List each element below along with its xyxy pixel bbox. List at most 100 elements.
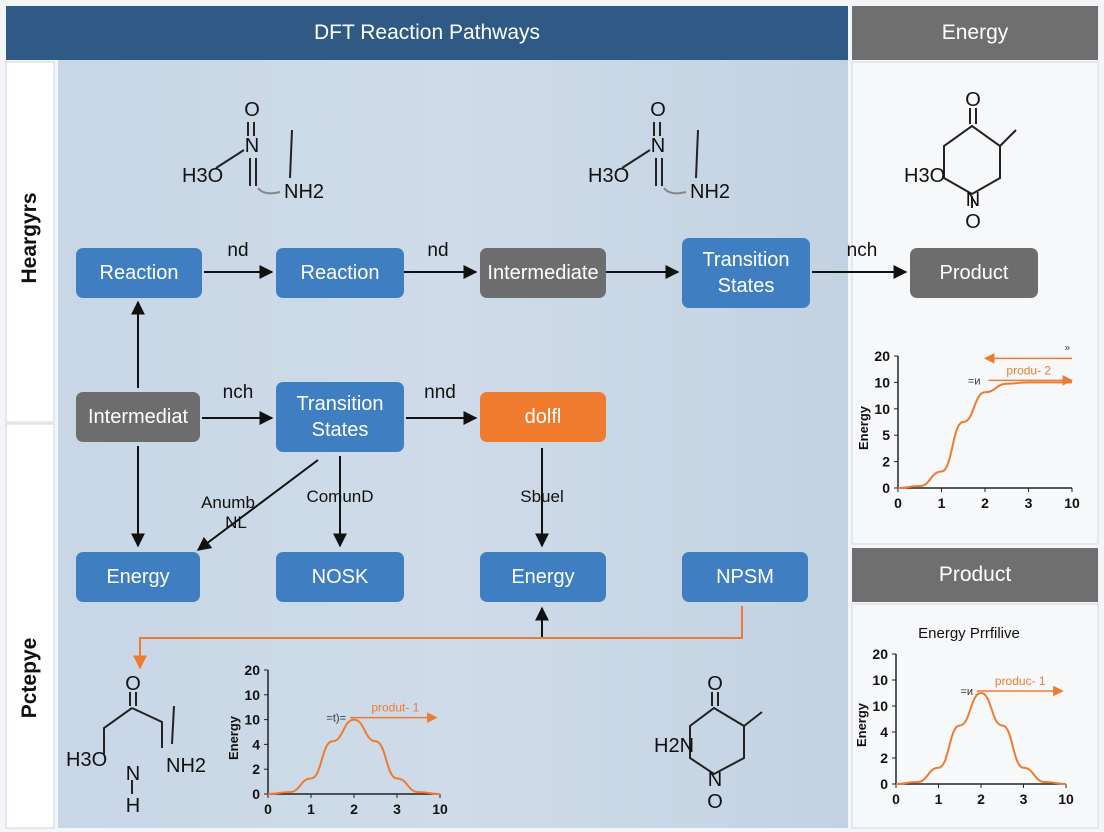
y-tick-label: 0 [252, 786, 260, 802]
annotation: =и [968, 375, 981, 387]
y-tick-label: 10 [872, 698, 888, 714]
y-tick-label: 4 [252, 736, 260, 752]
x-tick-label: 0 [894, 495, 902, 511]
node-intermediate-top[interactable]: Intermediate [480, 248, 606, 298]
edge-label: Anumb [201, 493, 255, 512]
x-tick-label: 10 [1058, 791, 1074, 807]
atom-o: O [650, 99, 666, 121]
side-label-top: Heargyrs [18, 192, 41, 284]
y-tick-label: 10 [874, 374, 890, 390]
atom-nh2: NH2 [166, 755, 206, 777]
main-panel [58, 60, 848, 828]
annotation: produt- 1 [371, 701, 419, 715]
edge-label: nch [847, 240, 878, 261]
right-panel-top [851, 61, 1099, 545]
x-tick-label: 2 [350, 801, 358, 817]
y-tick-label: 20 [244, 662, 260, 678]
product-banner-label: Product [938, 563, 1012, 586]
atom-h3o: H3O [588, 165, 629, 187]
y-tick-label: 0 [880, 776, 888, 792]
series-line [897, 381, 1072, 489]
x-tick-label: 3 [1025, 495, 1033, 511]
y-tick-label: 4 [880, 724, 888, 740]
x-tick-label: 0 [264, 801, 272, 817]
atom-o: O [965, 89, 981, 111]
edge-label: ComunD [306, 487, 373, 506]
atom-o: O [707, 791, 723, 813]
feedback-connector [133, 606, 743, 670]
atom-h: H [126, 795, 140, 817]
series-line [895, 691, 1067, 785]
molecule-bonds [103, 108, 1017, 794]
header-banner: DFT Reaction Pathways [6, 6, 848, 60]
annotation: » [1064, 342, 1070, 353]
right-panel-bottom [851, 603, 1099, 829]
y-tick-label: 10 [244, 687, 260, 703]
atom-n: N [708, 769, 722, 791]
y-axis-label: Energy [226, 715, 241, 760]
atom-n: N [966, 189, 980, 211]
x-tick-label: 3 [393, 801, 401, 817]
atom-h3o: H3O [904, 165, 945, 187]
atom-o: O [965, 211, 981, 233]
edge-label: nch [223, 382, 254, 403]
edge-label: nnd [424, 382, 456, 403]
side-strip-top [5, 61, 55, 423]
atom-h3o: H3O [182, 165, 223, 187]
y-tick-label: 2 [252, 761, 260, 777]
node-reaction-1[interactable]: Reaction [76, 248, 202, 298]
node-energy-1[interactable]: Energy [76, 552, 200, 602]
y-tick-label: 10 [244, 712, 260, 728]
y-tick-label: 20 [872, 646, 888, 662]
node-transition-states-mid[interactable]: Transition States [276, 382, 404, 452]
edge-label: nd [427, 240, 448, 261]
y-axis-label: Energy [854, 702, 869, 747]
page-title: DFT Reaction Pathways [313, 21, 541, 44]
x-tick-label: 3 [1020, 791, 1028, 807]
atom-n: N [126, 763, 140, 785]
node-energy-2[interactable]: Energy [480, 552, 606, 602]
atom-o: O [125, 673, 141, 695]
atom-o: O [707, 673, 723, 695]
y-tick-label: 2 [882, 454, 890, 470]
node-transition-states-top[interactable]: Transition States [682, 238, 810, 308]
node-npsm[interactable]: NPSM [682, 552, 808, 602]
product-banner: Product [852, 548, 1098, 602]
node-product-top[interactable]: Product [910, 248, 1038, 298]
atom-nh2: NH2 [690, 181, 730, 203]
edge-label: Sbuel [520, 487, 563, 506]
x-tick-label: 0 [892, 791, 900, 807]
edge-transition-energy [196, 459, 319, 551]
x-tick-label: 1 [935, 791, 943, 807]
atom-nh2: NH2 [284, 181, 324, 203]
y-tick-label: 2 [880, 750, 888, 766]
atom-n: N [245, 135, 259, 157]
y-tick-label: 20 [874, 348, 890, 364]
x-tick-label: 10 [432, 801, 448, 817]
annotation: =и [960, 686, 973, 698]
y-tick-label: 10 [874, 401, 890, 417]
node-dolfl[interactable]: dolfl [480, 392, 606, 442]
y-tick-label: 0 [882, 480, 890, 496]
y-tick-label: 10 [872, 672, 888, 688]
annotation: =t)= [326, 713, 346, 725]
annotation: produc- 1 [995, 674, 1046, 688]
series-line [267, 718, 441, 795]
side-label-bottom: Pctepye [18, 637, 41, 719]
atom-o: O [244, 99, 260, 121]
node-intermediate-mid[interactable]: Intermediat [76, 392, 200, 442]
node-nosk[interactable]: NOSK [276, 552, 404, 602]
atom-n: N [651, 135, 665, 157]
edge-label: NL [225, 513, 247, 532]
x-tick-label: 1 [307, 801, 315, 817]
node-reaction-2[interactable]: Reaction [276, 248, 404, 298]
side-strip-bottom [5, 423, 55, 829]
x-tick-label: 2 [981, 495, 989, 511]
atom-h3o: H3O [66, 749, 107, 771]
x-tick-label: 2 [977, 791, 985, 807]
